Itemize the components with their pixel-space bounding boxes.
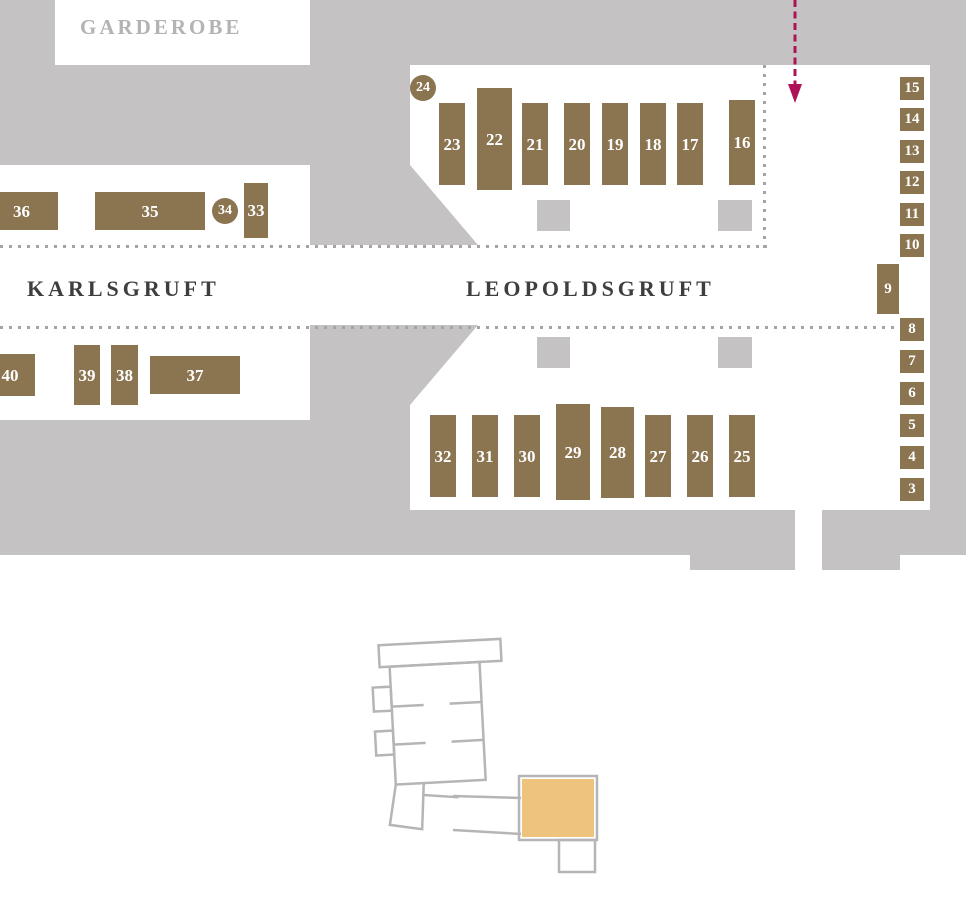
pillar xyxy=(718,337,752,368)
garderobe-label: GARDEROBE xyxy=(80,15,243,39)
tomb-27: 27 xyxy=(645,415,671,497)
leopoldsgruft-label: LEOPOLDSGRUFT xyxy=(466,276,715,301)
tomb-18: 18 xyxy=(640,103,666,185)
tomb-17: 17 xyxy=(677,103,703,185)
wall-segment xyxy=(690,555,795,570)
tomb-13: 13 xyxy=(900,140,924,163)
tomb-23: 23 xyxy=(439,103,465,185)
tomb-6: 6 xyxy=(900,382,924,405)
tomb-36: 36 xyxy=(0,192,58,230)
tomb-35: 35 xyxy=(95,192,205,230)
tomb-39: 39 xyxy=(74,345,100,405)
boundary-dotted-line xyxy=(0,326,897,329)
karlsgruft-label: KARLSGRUFT xyxy=(27,276,220,301)
boundary-dotted-line xyxy=(763,65,766,248)
tomb-37: 37 xyxy=(150,356,240,394)
tomb-33: 33 xyxy=(244,183,268,238)
current-section-highlight xyxy=(522,779,594,837)
tomb-12: 12 xyxy=(900,171,924,194)
tomb-25: 25 xyxy=(729,415,755,497)
location-minimap xyxy=(371,637,599,874)
tomb-3: 3 xyxy=(900,478,924,501)
tomb-21: 21 xyxy=(522,103,548,185)
room-garderobe xyxy=(55,0,310,65)
tomb-5: 5 xyxy=(900,414,924,437)
tomb-30: 30 xyxy=(514,415,540,497)
tomb-38: 38 xyxy=(111,345,138,405)
tomb-29: 29 xyxy=(556,404,590,500)
tomb-10: 10 xyxy=(900,234,924,257)
church-outline xyxy=(371,637,599,874)
wall-segment xyxy=(822,555,900,570)
tomb-22: 22 xyxy=(477,88,512,190)
pillar xyxy=(537,337,570,368)
tomb-20: 20 xyxy=(564,103,590,185)
tomb-11: 11 xyxy=(900,203,924,226)
tomb-15: 15 xyxy=(900,77,924,100)
tomb-16: 16 xyxy=(729,100,755,185)
tomb-14: 14 xyxy=(900,108,924,131)
tomb-marker-34: 34 xyxy=(212,198,238,224)
tomb-26: 26 xyxy=(687,415,713,497)
hall-central-band xyxy=(0,245,930,325)
exit-passage xyxy=(795,510,822,570)
tomb-4: 4 xyxy=(900,446,924,469)
tomb-31: 31 xyxy=(472,415,498,497)
tomb-marker-24: 24 xyxy=(410,75,436,101)
pillar xyxy=(718,200,752,231)
entrance-arrow-icon xyxy=(788,0,802,103)
tomb-28: 28 xyxy=(601,407,634,498)
tomb-7: 7 xyxy=(900,350,924,373)
tomb-8: 8 xyxy=(900,318,924,341)
tomb-40: 40 xyxy=(0,354,35,396)
tomb-32: 32 xyxy=(430,415,456,497)
pillar xyxy=(537,200,570,231)
tomb-9: 9 xyxy=(877,264,899,314)
boundary-dotted-line xyxy=(0,245,767,248)
tomb-19: 19 xyxy=(602,103,628,185)
